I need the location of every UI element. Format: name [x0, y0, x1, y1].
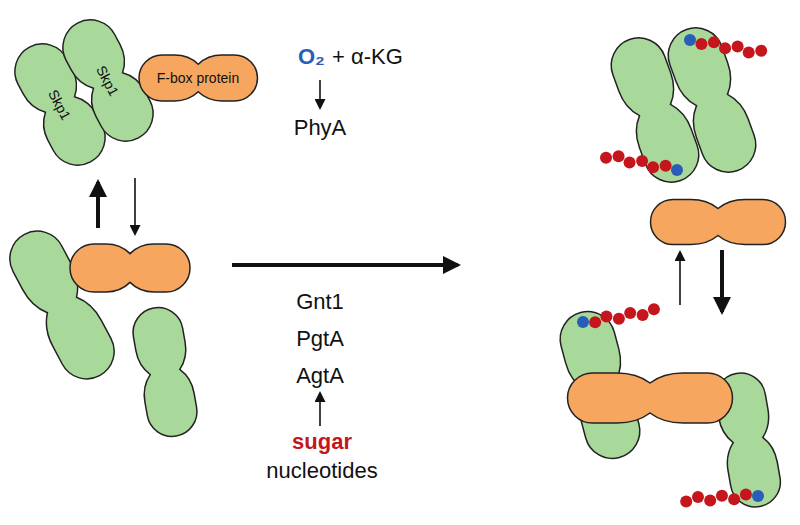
node-label: F-box protein	[157, 70, 239, 86]
sugar-dot	[600, 310, 612, 322]
glcnac-dot	[671, 164, 683, 176]
enzyme-label: PhyA	[294, 115, 347, 140]
sugar-dot	[589, 316, 601, 328]
nucleotide-label: nucleotides	[266, 458, 377, 483]
sugar-dot	[624, 307, 636, 319]
sugar-dot	[695, 38, 707, 50]
enzyme-label: AgtA	[296, 363, 344, 388]
sugar-dot	[704, 494, 716, 506]
sugar-dot	[660, 160, 672, 172]
reaction-arrow	[679, 252, 681, 305]
node-outline	[139, 55, 257, 101]
sugar-dot	[636, 155, 648, 167]
fbox-shape	[651, 200, 786, 245]
fbox-shape	[70, 244, 190, 292]
fbox-shape	[568, 373, 733, 423]
sugar-dot	[708, 36, 720, 48]
sugar-dot	[624, 157, 636, 169]
sugar-dot	[743, 47, 755, 59]
skp1-shape	[129, 304, 201, 441]
reaction-arrow	[96, 182, 100, 228]
reaction-arrow	[319, 80, 321, 108]
sugar-dot	[600, 152, 612, 164]
sugar-dot	[692, 491, 704, 503]
sugar-dot	[716, 490, 728, 502]
sugar-dot	[728, 493, 740, 505]
sugar-dot	[740, 489, 752, 501]
reaction-arrow	[720, 250, 724, 312]
sugar-dot	[637, 309, 649, 321]
sugar-dot	[732, 41, 744, 53]
cosubstrate-label: + α-KG	[332, 44, 403, 69]
reaction-arrow	[134, 178, 136, 234]
enzyme-label: PgtA	[296, 326, 344, 351]
skp1-shape	[661, 20, 764, 180]
sugar-dot	[613, 150, 625, 162]
sugar-dot	[648, 303, 660, 315]
reaction-arrow	[319, 393, 321, 426]
glcnac-dot	[752, 490, 764, 502]
sugar-dot	[613, 313, 625, 325]
sugar-dot	[680, 496, 692, 508]
sugar-label: sugar	[292, 429, 352, 454]
glcnac-dot	[577, 316, 589, 328]
reaction-arrow	[232, 263, 458, 267]
oxygen-label: O₂	[298, 44, 325, 69]
sugar-dot	[755, 45, 767, 57]
sugar-dot	[719, 42, 731, 54]
sugar-dot	[647, 161, 659, 173]
glcnac-dot	[684, 34, 696, 46]
fbox-protein-shape: F-box protein	[139, 55, 257, 101]
enzyme-label: Gnt1	[296, 289, 344, 314]
